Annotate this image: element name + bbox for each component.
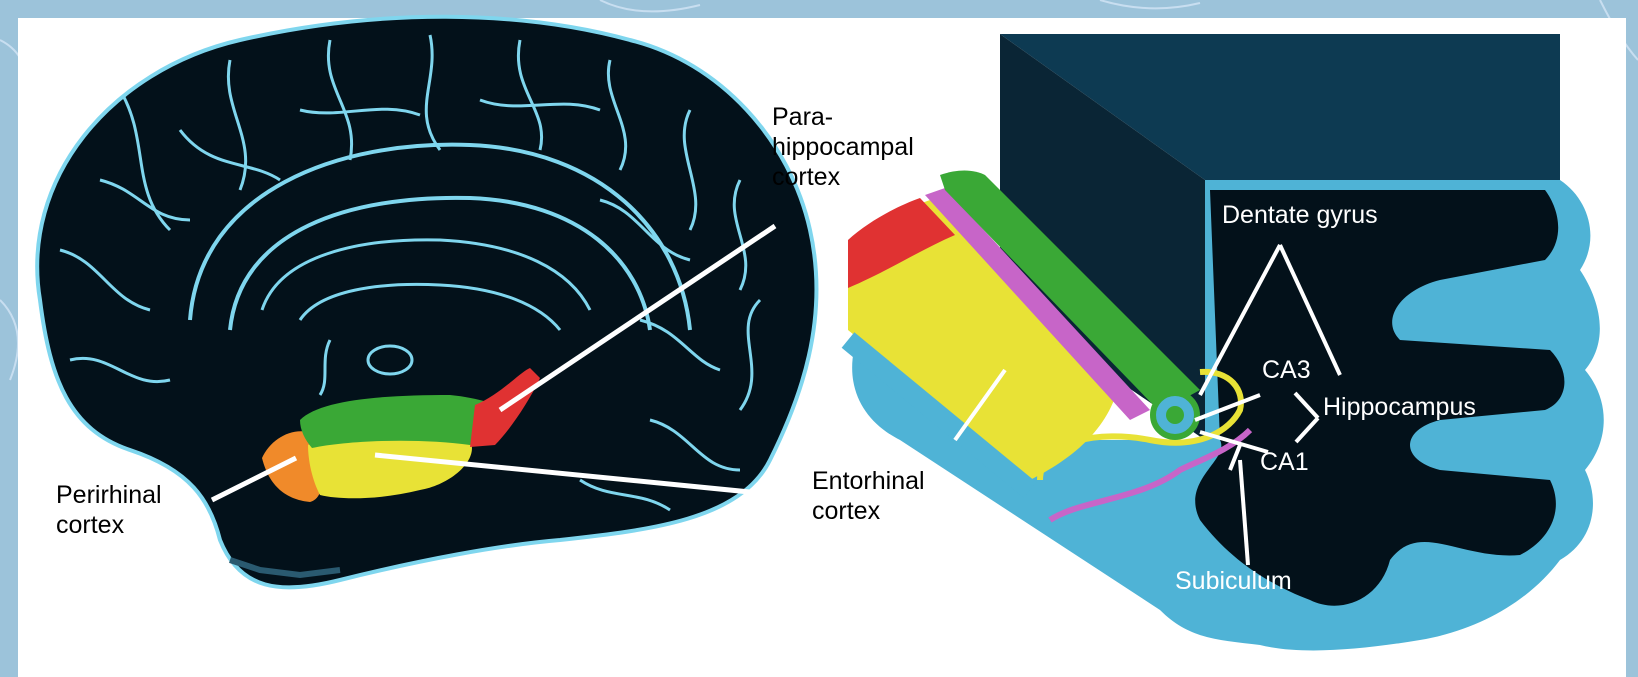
- label-ca3: CA3: [1262, 355, 1311, 385]
- dentate-core: [1166, 406, 1184, 424]
- label-hippocampus: Hippocampus: [1323, 392, 1476, 422]
- label-entorhinal-cortex: Entorhinal cortex: [812, 466, 925, 526]
- label-ca1: CA1: [1260, 447, 1309, 477]
- label-parahippocampal-cortex: Para- hippocampal cortex: [772, 102, 914, 192]
- label-dentate-gyrus: Dentate gyrus: [1222, 200, 1378, 230]
- label-perirhinal-cortex: Perirhinal cortex: [56, 480, 162, 540]
- label-subiculum: Subiculum: [1175, 566, 1292, 596]
